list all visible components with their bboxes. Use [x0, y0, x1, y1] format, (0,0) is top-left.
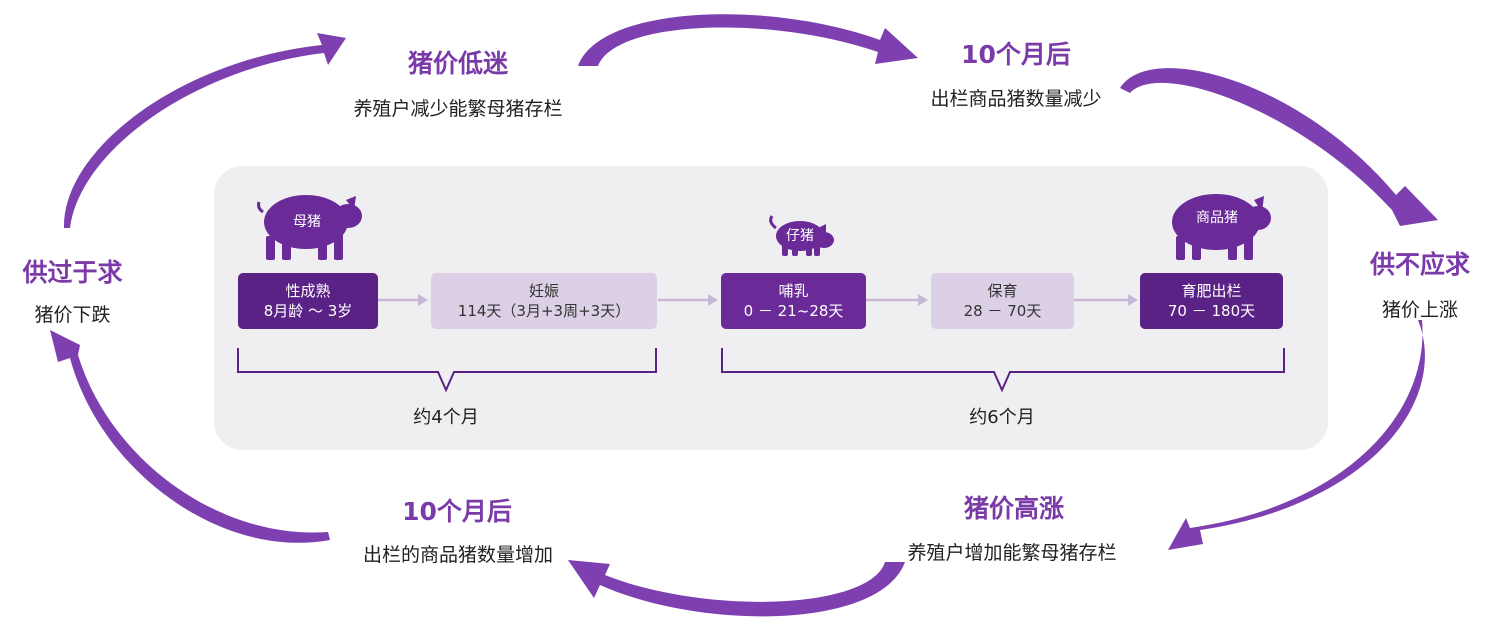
stage-box-nursing: 哺乳 0 － 21~28天 [721, 273, 866, 329]
stage-box-pregnancy: 妊娠 114天（3月+3周+3天） [431, 273, 657, 329]
topleft-subtitle: 养殖户减少能繁母猪存栏 [353, 98, 563, 120]
topleft-title: 猪价低迷 [407, 49, 508, 78]
left-title: 供过于求 [22, 258, 123, 287]
stage-detail: 8月龄 ～ 3岁 [263, 302, 353, 320]
sow-period-label: 约4个月 [413, 407, 479, 428]
stage-detail: 28 － 70天 [963, 302, 1042, 320]
topright-subtitle: 出栏商品猪数量减少 [930, 88, 1102, 110]
left-subtitle: 猪价下跌 [34, 304, 111, 326]
stage-box-nursery: 保育 28 － 70天 [931, 273, 1074, 329]
stage-detail: 114天（3月+3周+3天） [457, 302, 631, 320]
piglet-period-label: 约6个月 [969, 407, 1035, 428]
piglet-pig-icon [769, 215, 834, 256]
arrow-topright-to-right [1120, 68, 1438, 227]
arrow-left-to-topleft [63, 33, 346, 228]
right-title: 供不应求 [1369, 250, 1470, 279]
stage-name: 妊娠 [528, 282, 559, 300]
stage-name: 育肥出栏 [1181, 282, 1242, 300]
market-pig-label: 商品猪 [1196, 210, 1238, 226]
arrow-right-to-bottomright [1168, 320, 1425, 550]
stage-detail: 70 － 180天 [1167, 302, 1256, 320]
sow-label: 母猪 [293, 214, 321, 230]
stage-box-maturity: 性成熟 8月龄 ～ 3岁 [238, 273, 378, 329]
arrow-topleft-to-topright [578, 14, 918, 66]
bottomright-subtitle: 养殖户增加能繁母猪存栏 [907, 542, 1117, 564]
stage-name: 性成熟 [285, 282, 331, 300]
bottomleft-title: 10个月后 [402, 497, 512, 526]
arrow-bottomleft-to-left [50, 330, 330, 543]
right-subtitle: 猪价上涨 [1381, 299, 1458, 321]
piglet-label: 仔猪 [786, 228, 814, 244]
bottomright-title: 猪价高涨 [963, 494, 1064, 523]
stage-name: 保育 [987, 282, 1018, 300]
bottomleft-subtitle: 出栏的商品猪数量增加 [362, 544, 553, 566]
stage-name: 哺乳 [778, 282, 809, 300]
stage-box-finishing: 育肥出栏 70 － 180天 [1140, 273, 1283, 329]
arrow-bottomright-to-bottomleft [568, 560, 905, 617]
stage-detail: 0 － 21~28天 [743, 302, 844, 320]
topright-title: 10个月后 [961, 40, 1071, 69]
sow-pig-icon [257, 195, 362, 260]
brackets [237, 348, 1285, 393]
flow-arrows [378, 294, 1138, 306]
market-pig-icon [1172, 194, 1271, 260]
